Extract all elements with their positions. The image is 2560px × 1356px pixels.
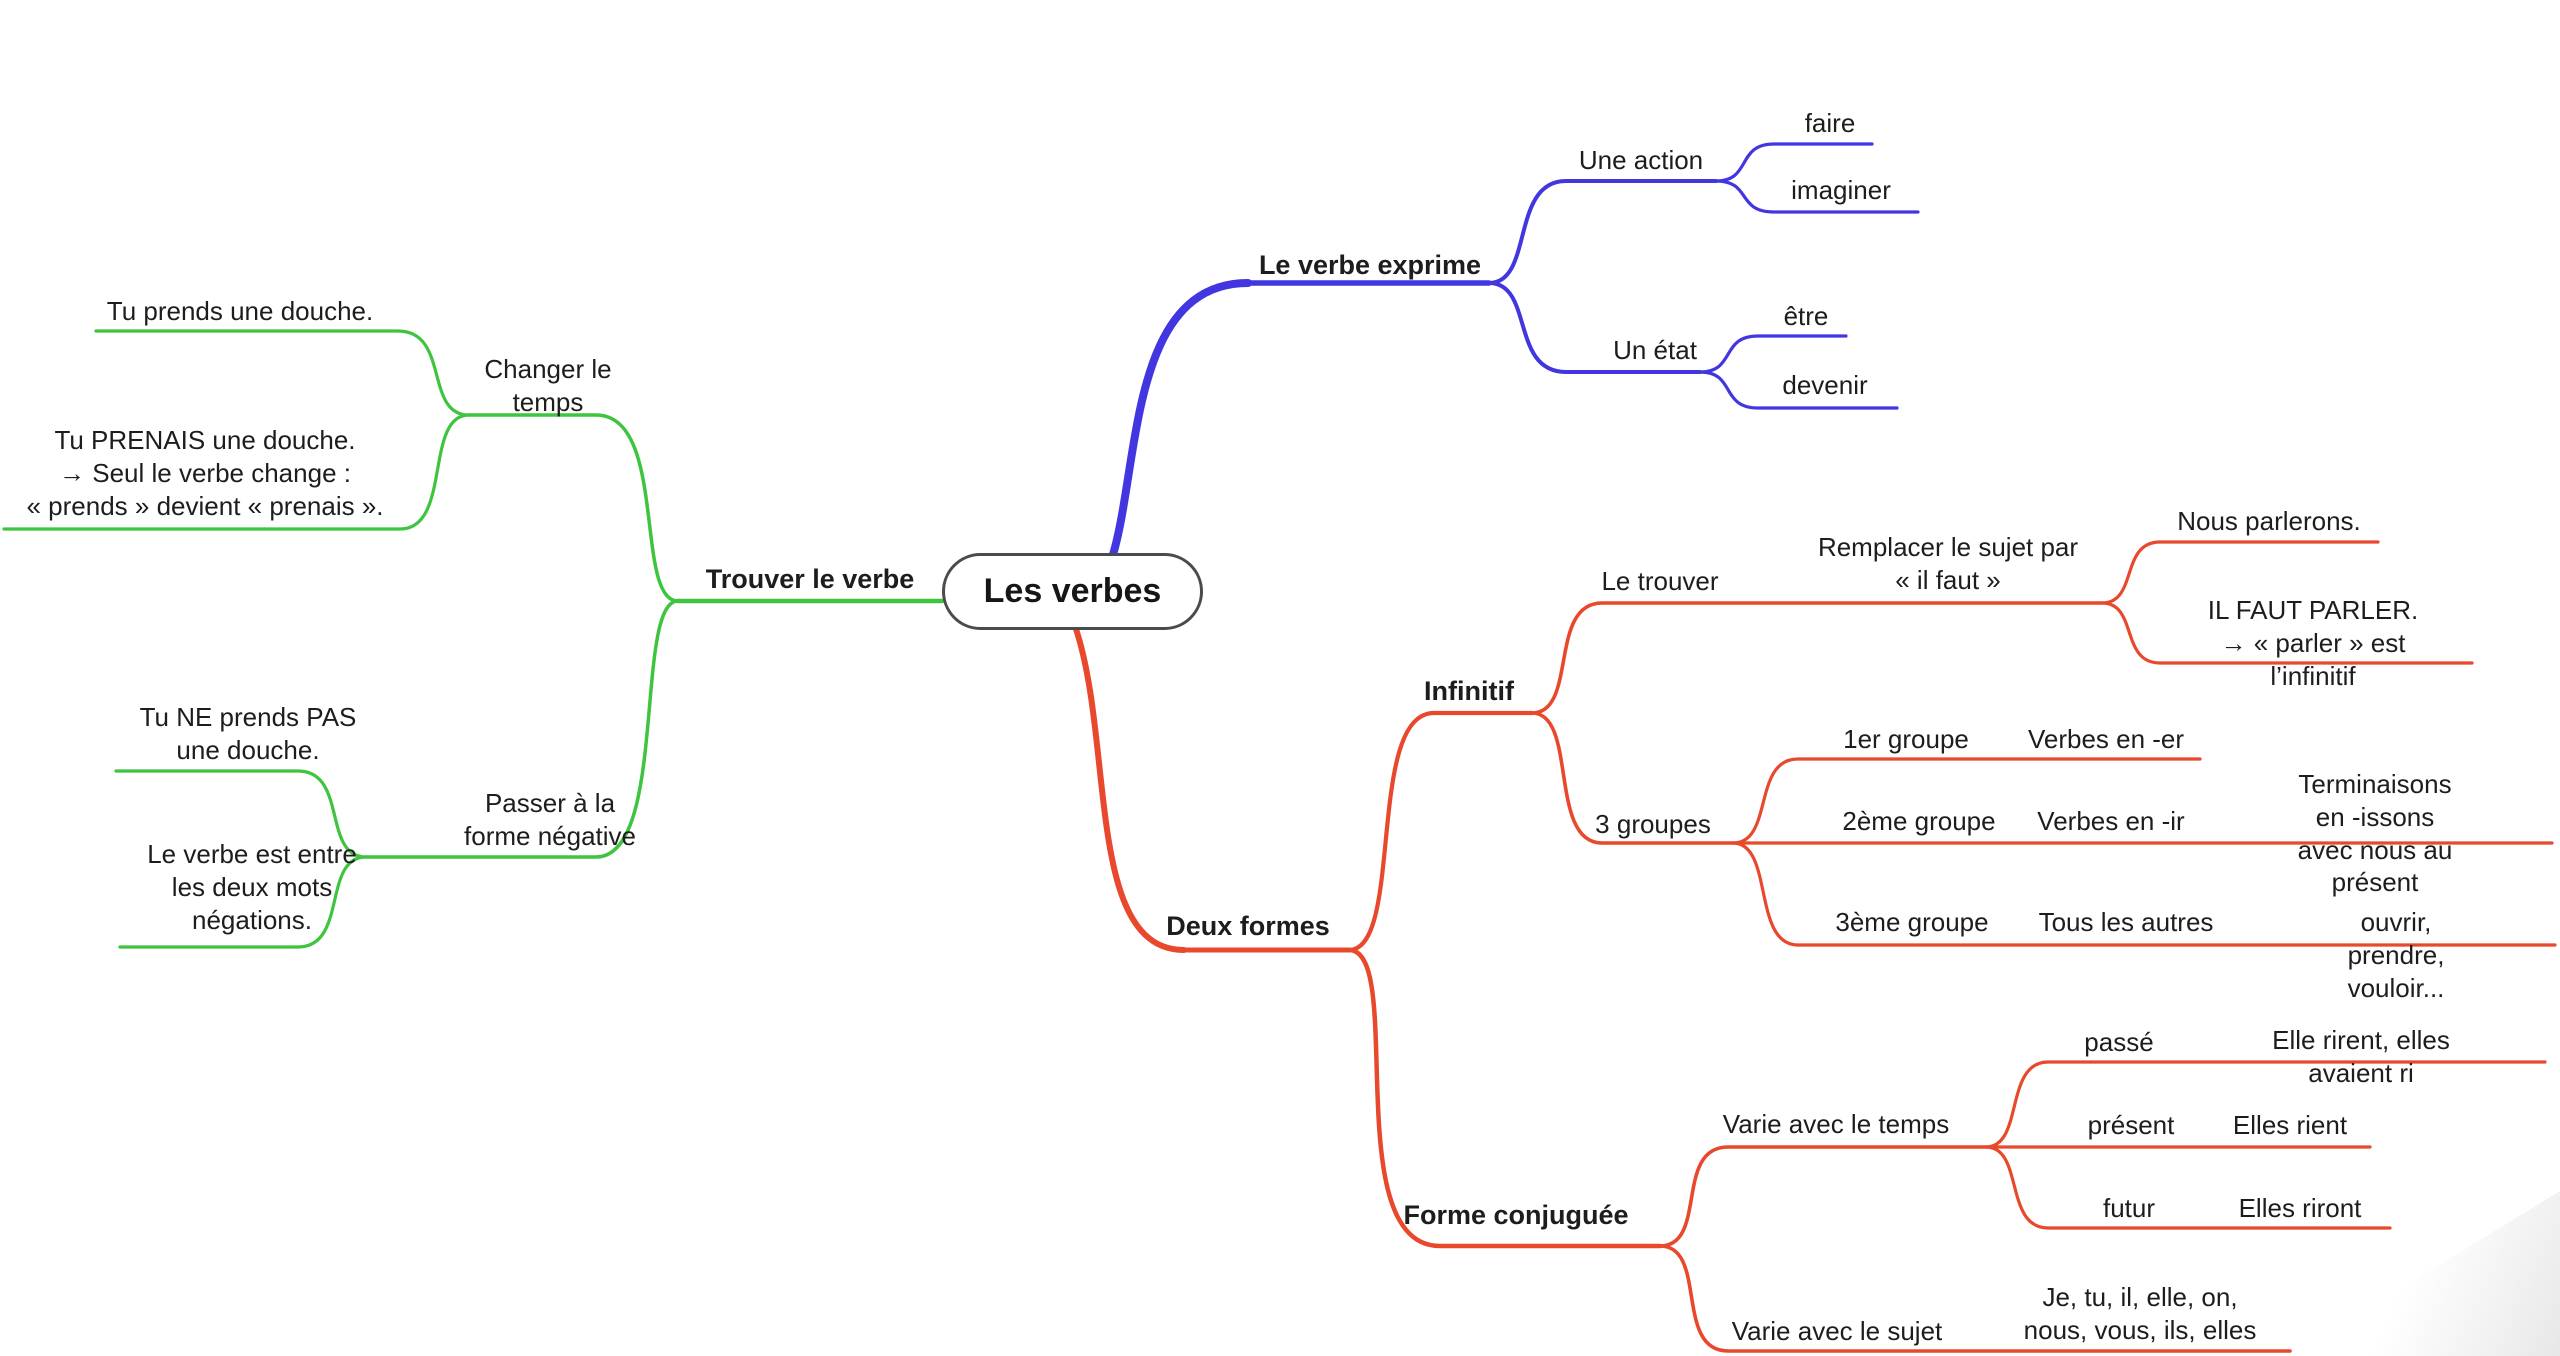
connector-tu-ne-prends-pas [114, 769, 368, 859]
connector-verbe-entre-negations [118, 855, 368, 949]
connector-groupe1 [1731, 757, 2202, 845]
node-verbes-en-ir[interactable]: Verbes en -ir [2037, 806, 2185, 836]
connector-devenir [1698, 370, 1899, 410]
connector-passe [1984, 1060, 2547, 1149]
node-deux-formes[interactable]: Deux formes [1166, 911, 1330, 941]
connector-faire [1714, 142, 1874, 183]
node-passe[interactable]: passé [2084, 1027, 2154, 1057]
node-2eme-groupe[interactable]: 2ème groupe [1842, 806, 1996, 836]
node-ouvrir-prendre-vouloir[interactable]: ouvrir, prendre, vouloir... [2347, 907, 2445, 1003]
node-3-groupes[interactable]: 3 groupes [1595, 809, 1711, 839]
node-elles-rient[interactable]: Elles rient [2232, 1110, 2348, 1140]
connector-varie-temps [1658, 1145, 1988, 1248]
connector-deux-formes-trunk [1073, 626, 1187, 953]
connector-3-groupes [1530, 711, 1735, 845]
node-changer-le-temps[interactable]: Changer le temps [484, 354, 612, 417]
connector-varie-sujet [1658, 1244, 2292, 1353]
connector-groupe3 [1731, 841, 2557, 947]
node-les-verbes[interactable]: Les verbes [942, 553, 1203, 630]
node-passer-forme-negative[interactable]: Passer à la forme négative [464, 788, 636, 851]
connector-le-trouver [1530, 601, 2104, 715]
node-trouver-le-verbe[interactable]: Trouver le verbe [705, 564, 915, 594]
node-tu-prenais-une-douche[interactable]: Tu PRENAIS une douche. → Seul le verbe c… [26, 425, 384, 521]
node-futur[interactable]: futur [2102, 1193, 2156, 1223]
node-faire[interactable]: faire [1804, 108, 1856, 138]
connector-imaginer [1714, 179, 1920, 214]
connector-nous-parlerons [2100, 540, 2380, 605]
connector-etre [1698, 334, 1848, 374]
node-imaginer[interactable]: imaginer [1791, 175, 1891, 205]
node-tu-ne-prends-pas[interactable]: Tu NE prends PAS une douche. [139, 702, 357, 765]
node-remplacer-sujet[interactable]: Remplacer le sujet par « il faut » [1817, 532, 2079, 595]
connector-forme-conjuguee [1346, 947, 1663, 1249]
connector-exprime-trunk-curve [1108, 279, 1252, 562]
connector-tu-prends [94, 329, 471, 417]
node-infinitif[interactable]: Infinitif [1424, 676, 1514, 706]
connector-forme-negative [364, 599, 680, 859]
connector-infinitif [1346, 710, 1535, 953]
node-forme-conjuguee[interactable]: Forme conjuguée [1403, 1200, 1629, 1230]
connector-changer-temps [467, 413, 680, 603]
node-le-verbe-exprime[interactable]: Le verbe exprime [1258, 250, 1482, 280]
node-une-action[interactable]: Une action [1578, 145, 1704, 175]
connector-il-faut-parler [2100, 601, 2474, 665]
node-elles-riront[interactable]: Elles riront [2238, 1193, 2362, 1223]
node-elle-rirent[interactable]: Elle rirent, elles avaient ri [2272, 1025, 2450, 1088]
connector-tu-prenais [2, 413, 471, 531]
node-verbe-entre-negations[interactable]: Le verbe est entre les deux mots négatio… [147, 839, 357, 935]
node-etre[interactable]: être [1783, 301, 1829, 331]
node-tu-prends-une-douche[interactable]: Tu prends une douche. [106, 296, 374, 326]
node-pronoms-sujets[interactable]: Je, tu, il, elle, on, nous, vous, ils, e… [2023, 1282, 2257, 1345]
node-verbes-en-er[interactable]: Verbes en -er [2027, 724, 2185, 754]
node-il-faut-parler[interactable]: IL FAUT PARLER. → « parler » est l’infin… [2207, 595, 2419, 691]
node-1er-groupe[interactable]: 1er groupe [1843, 724, 1969, 754]
connector-futur [1984, 1145, 2392, 1230]
connector-un-etat [1487, 281, 1702, 374]
node-un-etat[interactable]: Un état [1613, 335, 1697, 365]
connector-une-action [1487, 179, 1718, 285]
node-le-trouver[interactable]: Le trouver [1601, 566, 1719, 596]
node-nous-parlerons[interactable]: Nous parlerons. [2177, 506, 2361, 536]
node-terminaisons-issons[interactable]: Terminaisons en -issons avec nous au pré… [2297, 769, 2453, 898]
node-tous-les-autres[interactable]: Tous les autres [2038, 907, 2214, 937]
node-3eme-groupe[interactable]: 3ème groupe [1835, 907, 1989, 937]
node-varie-avec-le-temps[interactable]: Varie avec le temps [1722, 1109, 1950, 1139]
node-varie-avec-le-sujet[interactable]: Varie avec le sujet [1731, 1316, 1943, 1346]
node-devenir[interactable]: devenir [1782, 370, 1868, 400]
node-present[interactable]: présent [2087, 1110, 2175, 1140]
